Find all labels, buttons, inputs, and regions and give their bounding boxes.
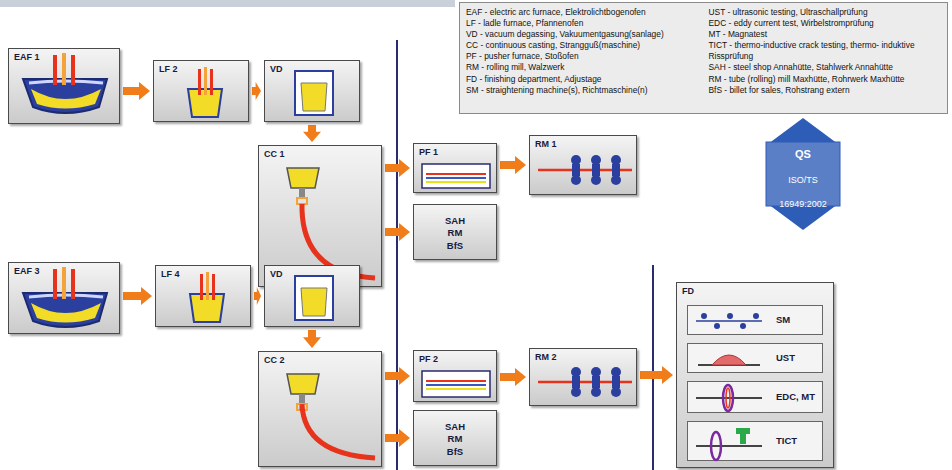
- legend-line: VD - vacuum degassing, Vakuumentgasung(s…: [466, 29, 699, 40]
- flow-arrow: [123, 287, 152, 305]
- furnace-box: EAF 3: [8, 262, 120, 334]
- legend-line: RM - tube (rolling) mill Maxhütte, Rohrw…: [709, 74, 942, 85]
- divider-line: [396, 40, 398, 470]
- node-label: ISO/TS: [788, 175, 818, 185]
- flow-arrow: [252, 82, 261, 100]
- legend-line: SM - straightening machine(s), Richtmasc…: [466, 85, 699, 96]
- node-label: LF 4: [156, 266, 250, 282]
- station-box: EDC, MT: [687, 381, 823, 413]
- legend-line: BfS - billet for sales, Rohstrang extern: [709, 85, 942, 96]
- station-box: SM: [687, 305, 823, 335]
- flow-arrow: [123, 82, 150, 100]
- node-label: EAF 1: [9, 49, 119, 65]
- flow-arrow: [385, 159, 410, 177]
- furnace-box: PF 1: [413, 143, 497, 193]
- legend-line: EDC - eddy current test, Wirbelstromprüf…: [709, 18, 942, 29]
- mill-box: RM 1: [529, 135, 637, 195]
- node-label: SAH RM BfS: [445, 421, 465, 458]
- top-bar: [0, 0, 455, 7]
- ladle-box: LF 2: [153, 60, 249, 122]
- node-label: RM 1: [530, 136, 636, 152]
- department-box: FD SM UST EDC, MT TICT: [676, 282, 834, 468]
- node-label: UST: [776, 353, 795, 364]
- legend-line: CC - continuous casting, Strangguß(masch…: [466, 40, 699, 51]
- node-label: SAH RM BfS: [445, 215, 465, 252]
- legend-line: FD - finishing department, Adjustage: [466, 74, 699, 85]
- illustration: [688, 344, 824, 374]
- quality-badge: QS ISO/TS 16949:2002: [762, 118, 844, 230]
- legend-line: UST - ultrasonic testing, Ultraschallprü…: [709, 7, 942, 18]
- degassing-box: VD: [264, 60, 360, 122]
- flow-arrow: [254, 287, 261, 305]
- node-label: VD: [265, 61, 359, 77]
- node-label: QS: [795, 148, 811, 161]
- node-label: PF 2: [414, 351, 496, 367]
- legend-line: EAF - electric arc furnace, Elektrolicht…: [466, 7, 699, 18]
- legend-line: TICT - thermo-inductive crack testing, t…: [709, 40, 942, 62]
- caster-box: CC 2: [258, 351, 382, 467]
- node-label: PF 1: [414, 144, 496, 160]
- flow-arrow: [303, 330, 321, 348]
- node-label: VD: [265, 266, 359, 282]
- flow-arrow: [385, 429, 410, 447]
- node-label: TICT: [776, 436, 797, 447]
- furnace-box: PF 2: [413, 350, 497, 402]
- flow-arrow: [500, 368, 526, 386]
- illustration: [688, 306, 824, 336]
- station-box: TICT: [687, 421, 823, 461]
- output-box: SAH RM BfS: [413, 410, 497, 466]
- illustration: [688, 422, 824, 462]
- legend-line: PF - pusher furnace, Stoßofen: [466, 51, 699, 62]
- node-label: 16949:2002: [779, 199, 827, 209]
- legend-line: MT - Magnatest: [709, 29, 942, 40]
- node-label: EDC, MT: [776, 392, 815, 403]
- flow-arrow: [385, 367, 410, 385]
- illustration: [762, 118, 844, 230]
- flow-arrow: [303, 125, 321, 142]
- flow-arrow: [640, 366, 673, 384]
- node-label: SM: [776, 315, 790, 326]
- divider-line: [652, 265, 654, 470]
- ladle-box: LF 4: [155, 265, 251, 327]
- node-label: CC 1: [259, 146, 381, 162]
- furnace-box: EAF 1: [8, 48, 120, 124]
- illustration: [259, 352, 383, 468]
- output-box: SAH RM BfS: [413, 204, 497, 260]
- degassing-box: VD: [264, 265, 360, 327]
- node-label: FD: [677, 283, 833, 299]
- legend-box: EAF - electric arc furnace, Elektrolicht…: [459, 2, 948, 114]
- legend-line: RM - rolling mill, Walzwerk: [466, 62, 699, 73]
- mill-box: RM 2: [529, 348, 637, 406]
- node-label: LF 2: [154, 61, 248, 77]
- legend-line: SAH - steel shop Annahütte, Stahlwerk An…: [709, 62, 942, 73]
- legend-line: LF - ladle furnace, Pfannenofen: [466, 18, 699, 29]
- node-label: CC 2: [259, 352, 381, 368]
- node-label: RM 2: [530, 349, 636, 365]
- node-label: EAF 3: [9, 263, 119, 279]
- station-box: UST: [687, 343, 823, 373]
- flow-arrow: [500, 156, 526, 174]
- flow-arrow: [385, 223, 410, 241]
